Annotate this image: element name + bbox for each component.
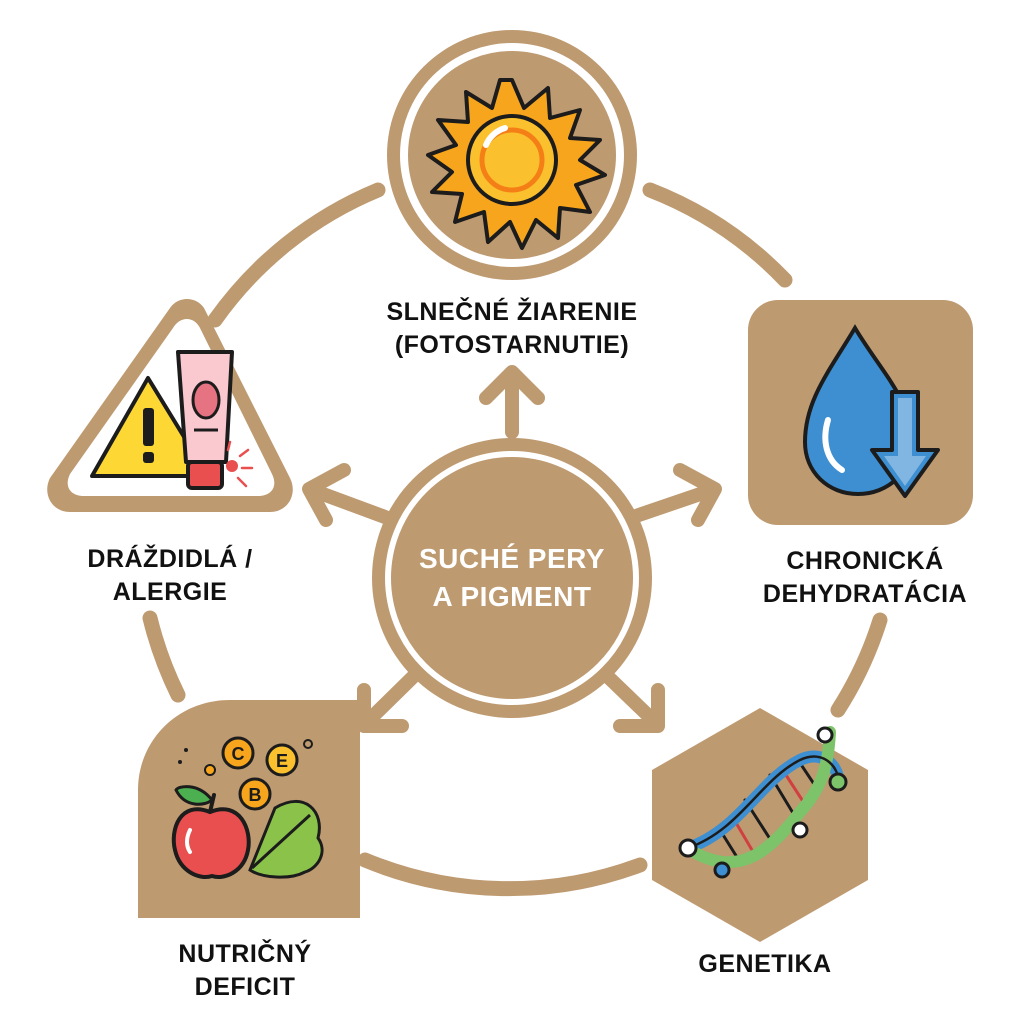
nutrition-node: C E B <box>138 700 360 918</box>
sun-icon <box>426 78 607 250</box>
warning-tube-icon <box>90 350 254 490</box>
label-dehydration: CHRONICKÁ DEHYDRATÁCIA <box>740 545 990 611</box>
label-dehydration-line1: CHRONICKÁ <box>786 547 944 575</box>
label-genetics-line1: GENETIKA <box>698 950 832 978</box>
label-irritants-line2: ALERGIE <box>112 578 228 606</box>
ring-arc-genetics-nutrition <box>357 852 648 897</box>
center-arrows <box>302 365 722 733</box>
label-irritants: DRÁŽDIDLÁ / ALERGIE <box>50 543 290 609</box>
label-irritants-line1: DRÁŽDIDLÁ / <box>87 545 253 573</box>
ring-arc-irritants-sun <box>207 182 386 328</box>
center-title: SUCHÉ PERY A PIGMENT <box>382 540 642 616</box>
vitamin-e-glyph: E <box>276 751 288 771</box>
dna-icon <box>678 726 848 879</box>
vitamin-b-glyph: B <box>249 785 262 805</box>
ring-arc-nutrition-irritants <box>142 610 186 703</box>
genetics-node <box>652 708 868 942</box>
ring-arc-dehydration-genetics <box>830 612 888 718</box>
label-sun: SLNEČNÉ ŽIARENIE (FOTOSTARNUTIE) <box>332 296 692 362</box>
arrow-to-nutrition <box>357 665 425 733</box>
label-nutrition-line1: NUTRIČNÝ <box>178 940 312 968</box>
label-sun-line2: (FOTOSTARNUTIE) <box>394 331 630 359</box>
ring-arc-sun-dehydration <box>642 182 793 288</box>
center-node <box>372 438 652 718</box>
vitamin-c-glyph: C <box>232 744 245 764</box>
sun-node <box>387 30 637 280</box>
label-dehydration-line2: DEHYDRATÁCIA <box>762 580 968 608</box>
fruit-vitamins-icon: C E B <box>171 736 324 879</box>
water-drop-down-arrow-icon <box>802 324 940 498</box>
label-nutrition: NUTRIČNÝ DEFICIT <box>140 938 350 1004</box>
label-sun-line1: SLNEČNÉ ŽIARENIE <box>386 298 638 326</box>
label-nutrition-line2: DEFICIT <box>194 973 296 1001</box>
irritants-node <box>47 299 293 512</box>
label-genetics: GENETIKA <box>660 948 870 981</box>
dehydration-node <box>748 300 973 525</box>
arrow-to-irritants <box>302 463 392 527</box>
center-title-line2: A PIGMENT <box>432 581 592 612</box>
outer-ring <box>142 182 888 897</box>
arrow-to-dehydration <box>626 463 722 527</box>
center-title-line1: SUCHÉ PERY <box>418 543 605 574</box>
arrow-to-genetics <box>596 665 665 733</box>
arrow-to-sun <box>479 365 545 439</box>
